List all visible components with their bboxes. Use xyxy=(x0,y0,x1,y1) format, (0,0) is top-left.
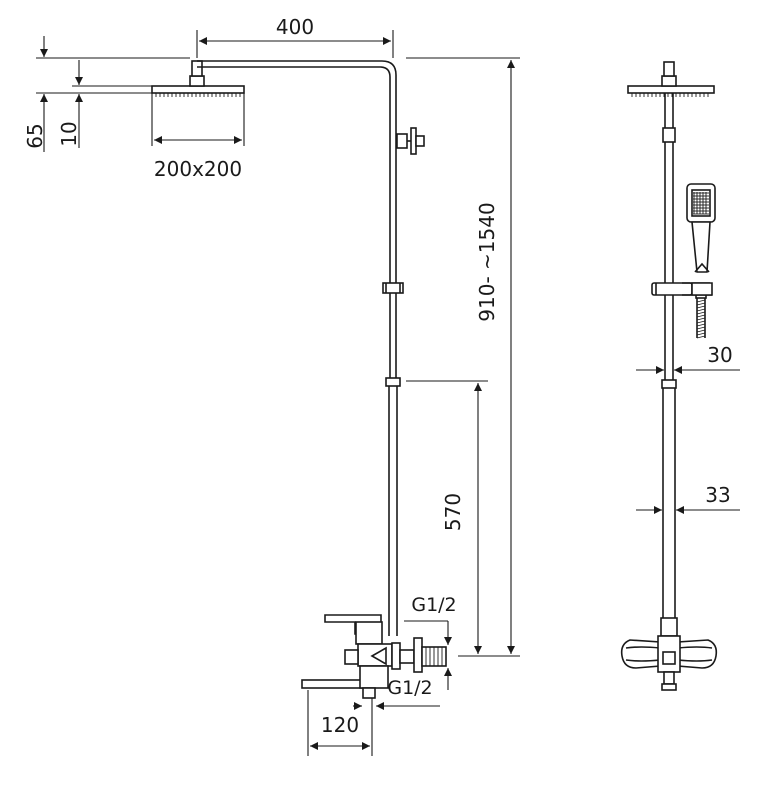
side-view: 30 33 xyxy=(620,61,740,691)
hose-ring xyxy=(696,320,706,324)
hose-ring xyxy=(696,314,706,318)
shower-arm xyxy=(197,60,397,120)
label-height-range: 910- ~1540 xyxy=(475,202,499,321)
side-mixer xyxy=(620,617,718,691)
hand-shower xyxy=(686,183,716,339)
side-slide-holder xyxy=(651,282,713,296)
dimension-height-range: 910- ~1540 xyxy=(406,57,520,657)
dimension-arm-length: 400 xyxy=(196,15,394,58)
mixer-faucet xyxy=(301,614,447,699)
dimension-head-offset: 65 xyxy=(23,36,190,152)
upper-riser-pipe xyxy=(389,120,397,382)
label-head-size: 200x200 xyxy=(154,157,242,181)
lower-riser-pipe xyxy=(388,386,398,636)
label-head-thickness: 10 xyxy=(57,121,81,146)
dimension-head-thickness: 10 xyxy=(57,60,83,148)
hose-ring xyxy=(696,323,706,327)
wall-bracket xyxy=(396,127,425,155)
hose-ring xyxy=(696,317,706,321)
dimension-head-size: 200x200 xyxy=(151,93,245,181)
label-inlet-top: G1/2 xyxy=(411,594,456,616)
slide-holder xyxy=(382,282,404,294)
side-shower-head xyxy=(627,61,715,97)
label-upper-pipe-diameter: 30 xyxy=(707,343,732,367)
hose-ring xyxy=(696,299,706,303)
hose-ring xyxy=(696,308,706,312)
side-riser-pipe xyxy=(661,93,677,628)
dimension-upper-pipe-diameter: 30 xyxy=(636,343,740,374)
hose-ring xyxy=(696,326,706,330)
label-inlet-bottom: G1/2 xyxy=(387,677,432,699)
hose-ring xyxy=(696,332,706,336)
label-lower-pipe-diameter: 33 xyxy=(705,483,730,507)
hose-ring xyxy=(696,311,706,315)
front-view: 400 65 10 200x200 910- ~154 xyxy=(23,15,520,756)
dimension-lower-pipe-diameter: 33 xyxy=(636,483,740,514)
label-spout-length: 120 xyxy=(321,713,359,737)
hose-ring xyxy=(696,305,706,309)
dimension-inlet-bottom: G1/2 xyxy=(353,677,440,710)
hose-ring xyxy=(696,302,706,306)
label-mixer-height: 570 xyxy=(441,493,465,531)
pipe-coupling xyxy=(385,377,401,387)
hose-ring xyxy=(696,329,706,333)
dimension-mixer-height: 570 xyxy=(406,380,488,654)
dimension-spout-length: 120 xyxy=(307,690,373,756)
label-arm-length: 400 xyxy=(276,15,314,39)
dimension-inlet-top: G1/2 xyxy=(404,594,457,690)
label-head-offset: 65 xyxy=(23,123,47,148)
shower-head xyxy=(151,60,245,97)
hose-ring xyxy=(696,335,706,339)
